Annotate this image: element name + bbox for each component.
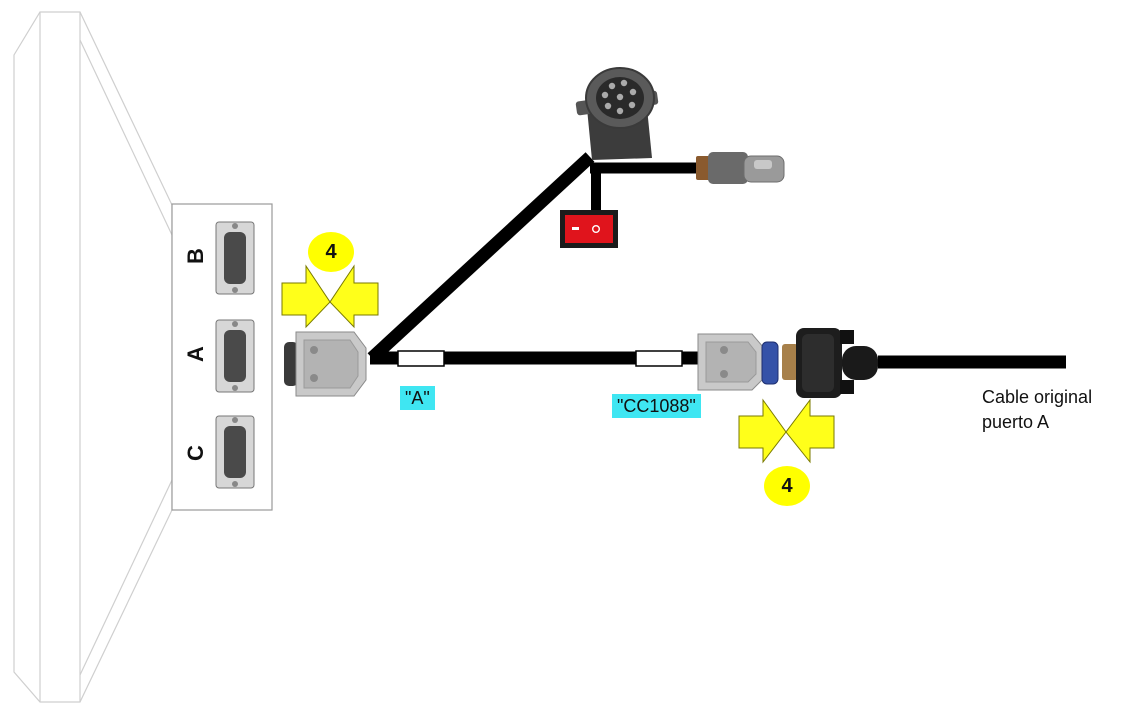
step-badge-left: 4: [308, 232, 354, 272]
port-label-b: B: [183, 248, 208, 264]
monitor-side-view-icon: [13, 11, 173, 703]
round-8-pin-connector-icon: [575, 67, 659, 160]
db9-port-a-icon: [215, 319, 255, 393]
cable-tag-a: "A": [400, 386, 435, 410]
rocker-switch-icon: [560, 210, 618, 248]
port-label-a: A: [183, 346, 208, 362]
cable-tag-cc1088: "CC1088": [612, 394, 701, 418]
db9-female-connector-right-icon: [697, 333, 779, 391]
cable-note-line2: puerto A: [982, 412, 1050, 432]
db9-male-connector-icon: [782, 328, 878, 398]
cable-note-line1: Cable original: [982, 387, 1093, 407]
cable-sleeve-a: [397, 350, 445, 367]
cable-sleeve-cc1088: [635, 350, 683, 367]
deutsch-2-pin-connector-icon: [696, 152, 785, 184]
inward-arrow-pair-right-icon: [738, 398, 835, 464]
inward-arrow-pair-left-icon: [281, 264, 379, 329]
step-badge-right: 4: [764, 466, 810, 506]
db9-port-c-icon: [215, 415, 255, 489]
cable-harness: [367, 152, 1066, 369]
cable-note: Cable original puerto A: [982, 385, 1092, 435]
port-label-c: C: [183, 445, 208, 461]
db9-female-connector-icon: [284, 331, 367, 397]
db9-port-b-icon: [215, 221, 255, 295]
